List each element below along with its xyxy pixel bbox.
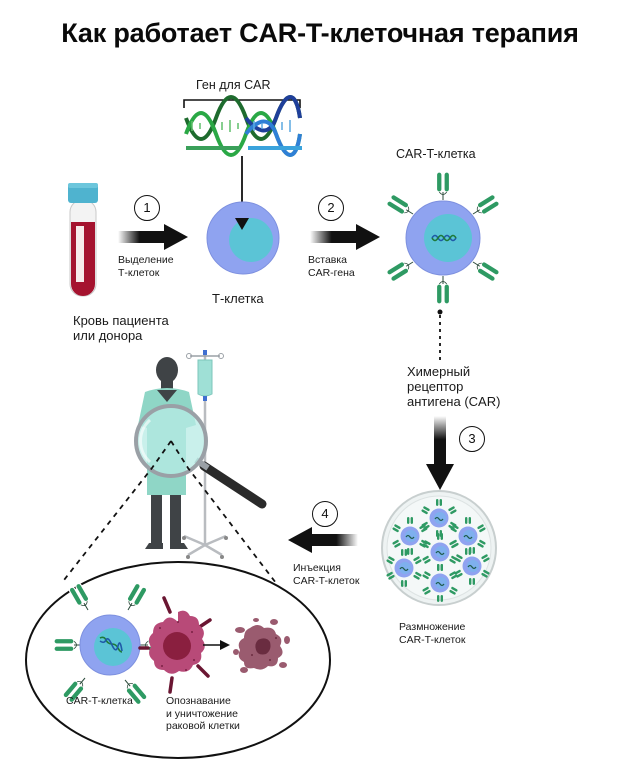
dish-car-t-cell <box>421 499 457 537</box>
blood-source-line1: Кровь пациента <box>73 313 169 328</box>
car-receptor-line2: рецептор <box>407 379 464 394</box>
gene-label: Ген для CAR <box>196 78 271 92</box>
dish-car-t-cell <box>422 564 458 602</box>
step4-arrow <box>288 527 358 553</box>
car-t-cell-label: CAR-T-клетка <box>396 147 476 161</box>
step-2-label: Вставка CAR-гена <box>308 254 355 279</box>
t-cell <box>206 201 280 275</box>
expansion-line2: CAR-T-клеток <box>399 633 466 646</box>
step-1-label-line2: Т-клеток <box>118 266 160 279</box>
dead-cancer-cell <box>233 618 290 673</box>
zoom-car-t-label: CAR-T-клетка <box>66 695 133 707</box>
dish-car-t-cell <box>454 547 490 585</box>
step1-arrow <box>118 224 188 250</box>
kill-line2: и уничтожение <box>166 707 238 720</box>
step-4-label: Инъекция CAR-T-клеток <box>293 562 359 587</box>
expansion-line1: Размножение <box>399 621 466 633</box>
gene-insert-arrow-tip <box>235 218 249 230</box>
petri-dish <box>381 490 497 606</box>
dish-car-t-cell <box>392 517 428 555</box>
dna-icon <box>184 95 302 157</box>
dna-icon <box>99 636 123 653</box>
kill-arrow <box>203 640 230 650</box>
dish-car-t-cell <box>386 549 422 587</box>
step-2-badge: 2 <box>318 195 344 221</box>
car-t-cell <box>385 171 501 305</box>
step-2-label-line1: Вставка <box>308 254 348 266</box>
step-4-label-line2: CAR-T-клеток <box>293 574 360 587</box>
step-4-label-line1: Инъекция <box>293 562 341 574</box>
cancer-cell <box>138 596 212 694</box>
step2-arrow <box>310 224 380 250</box>
blood-source-label: Кровь пациента или донора <box>73 313 169 343</box>
step-2-label-line2: CAR-гена <box>308 266 355 279</box>
car-pointer <box>437 309 443 360</box>
kill-line1: Опознавание <box>166 695 231 707</box>
magnifier-icon <box>134 404 267 509</box>
t-cell-label: Т-клетка <box>212 291 264 306</box>
blood-source-line2: или донора <box>73 328 143 343</box>
dish-car-t-cell <box>450 517 486 555</box>
step-4-badge: 4 <box>312 501 338 527</box>
expansion-label: Размножение CAR-T-клеток <box>399 621 465 646</box>
zoom-lines <box>63 440 277 584</box>
kill-label: Опознавание и уничтожение раковой клетки <box>166 695 240 733</box>
step-3-badge: 3 <box>459 426 485 452</box>
page-title: Как работает CAR-T-клеточная терапия <box>61 18 579 48</box>
car-receptor-line1: Химерный <box>407 364 471 379</box>
car-receptor-label: Химерный рецептор антигена (CAR) <box>407 364 500 409</box>
step3-arrow <box>426 416 454 490</box>
dish-car-t-cell <box>422 533 458 571</box>
kill-line3: раковой клетки <box>166 720 240 732</box>
step-1-label-line1: Выделение <box>118 254 174 266</box>
step-1-label: Выделение Т-клеток <box>118 254 174 279</box>
gene-bracket <box>183 99 301 108</box>
car-receptor-line3: антигена (CAR) <box>407 394 501 409</box>
zoom-car-t-cell <box>53 581 169 707</box>
dna-icon <box>431 234 457 242</box>
blood-tube-icon <box>68 183 98 297</box>
step-1-badge: 1 <box>134 195 160 221</box>
